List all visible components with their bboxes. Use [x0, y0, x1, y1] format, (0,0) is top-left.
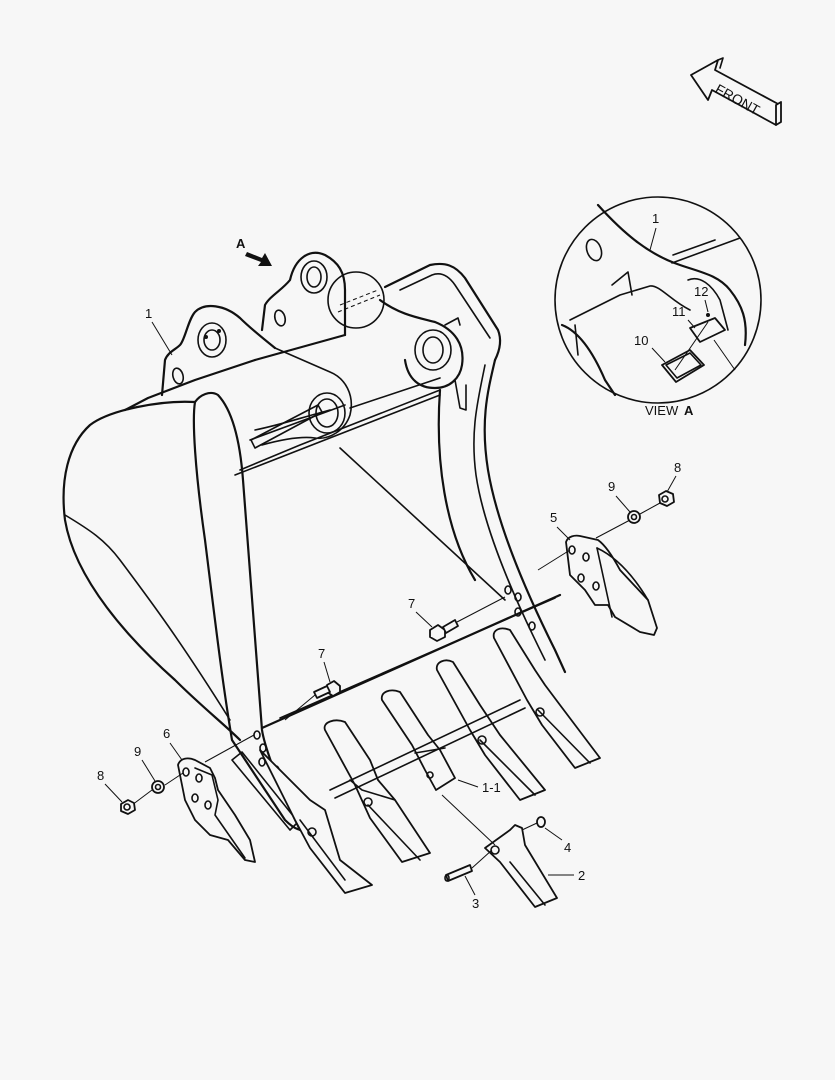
front-arrow-icon: FRONT [690, 57, 782, 126]
view-a-arrow-label: A [236, 236, 246, 251]
callout-1-1-adapter: 1-1 [482, 780, 501, 795]
tooth-point [441, 794, 558, 908]
tooth-4 [435, 659, 546, 801]
callout-9-washer-left: 9 [134, 744, 141, 759]
callout-3-pin: 3 [472, 896, 479, 911]
pin-part [444, 849, 493, 882]
view-a-arrow: A [236, 236, 272, 266]
callout-7-bolt-upper: 7 [408, 596, 415, 611]
bolt-lower [284, 680, 341, 721]
detail-view-a: 1 10 11 12 VIEW A [554, 196, 762, 418]
callout-5-side-cutter: 5 [550, 510, 557, 525]
view-a-title-letter: A [684, 403, 694, 418]
callout-view-a-10: 10 [634, 333, 648, 348]
lock-washer-part [521, 816, 546, 831]
callout-view-a-12: 12 [694, 284, 708, 299]
callout-1-bucket: 1 [145, 306, 152, 321]
callout-6-side-cutter: 6 [163, 726, 170, 741]
tooth-5 [492, 627, 601, 769]
callout-view-a-1: 1 [652, 211, 659, 226]
callout-8-nut-right: 8 [674, 460, 681, 475]
tooth-3-adapter [380, 689, 456, 791]
nut-left [120, 799, 136, 815]
view-a-title: VIEW [645, 403, 679, 418]
callout-4-lock-washer: 4 [564, 840, 571, 855]
tooth-2 [323, 719, 431, 863]
callout-view-a-11: 11 [672, 304, 686, 319]
nut-right [658, 490, 675, 507]
callout-2-tooth-point: 2 [578, 868, 585, 883]
adapters-row [259, 627, 601, 894]
callout-7-bolt-lower: 7 [318, 646, 325, 661]
washer-right [627, 502, 661, 524]
callouts: 1 1-1 2 3 4 5 6 7 7 8 8 9 9 [97, 306, 681, 911]
callout-9-washer-right: 9 [608, 479, 615, 494]
callout-8-nut-left: 8 [97, 768, 104, 783]
washer-left [131, 780, 165, 806]
side-cutter-right [537, 519, 658, 636]
bolt-upper [429, 596, 506, 642]
bucket-body [62, 251, 567, 832]
tooth-1 [259, 749, 373, 894]
